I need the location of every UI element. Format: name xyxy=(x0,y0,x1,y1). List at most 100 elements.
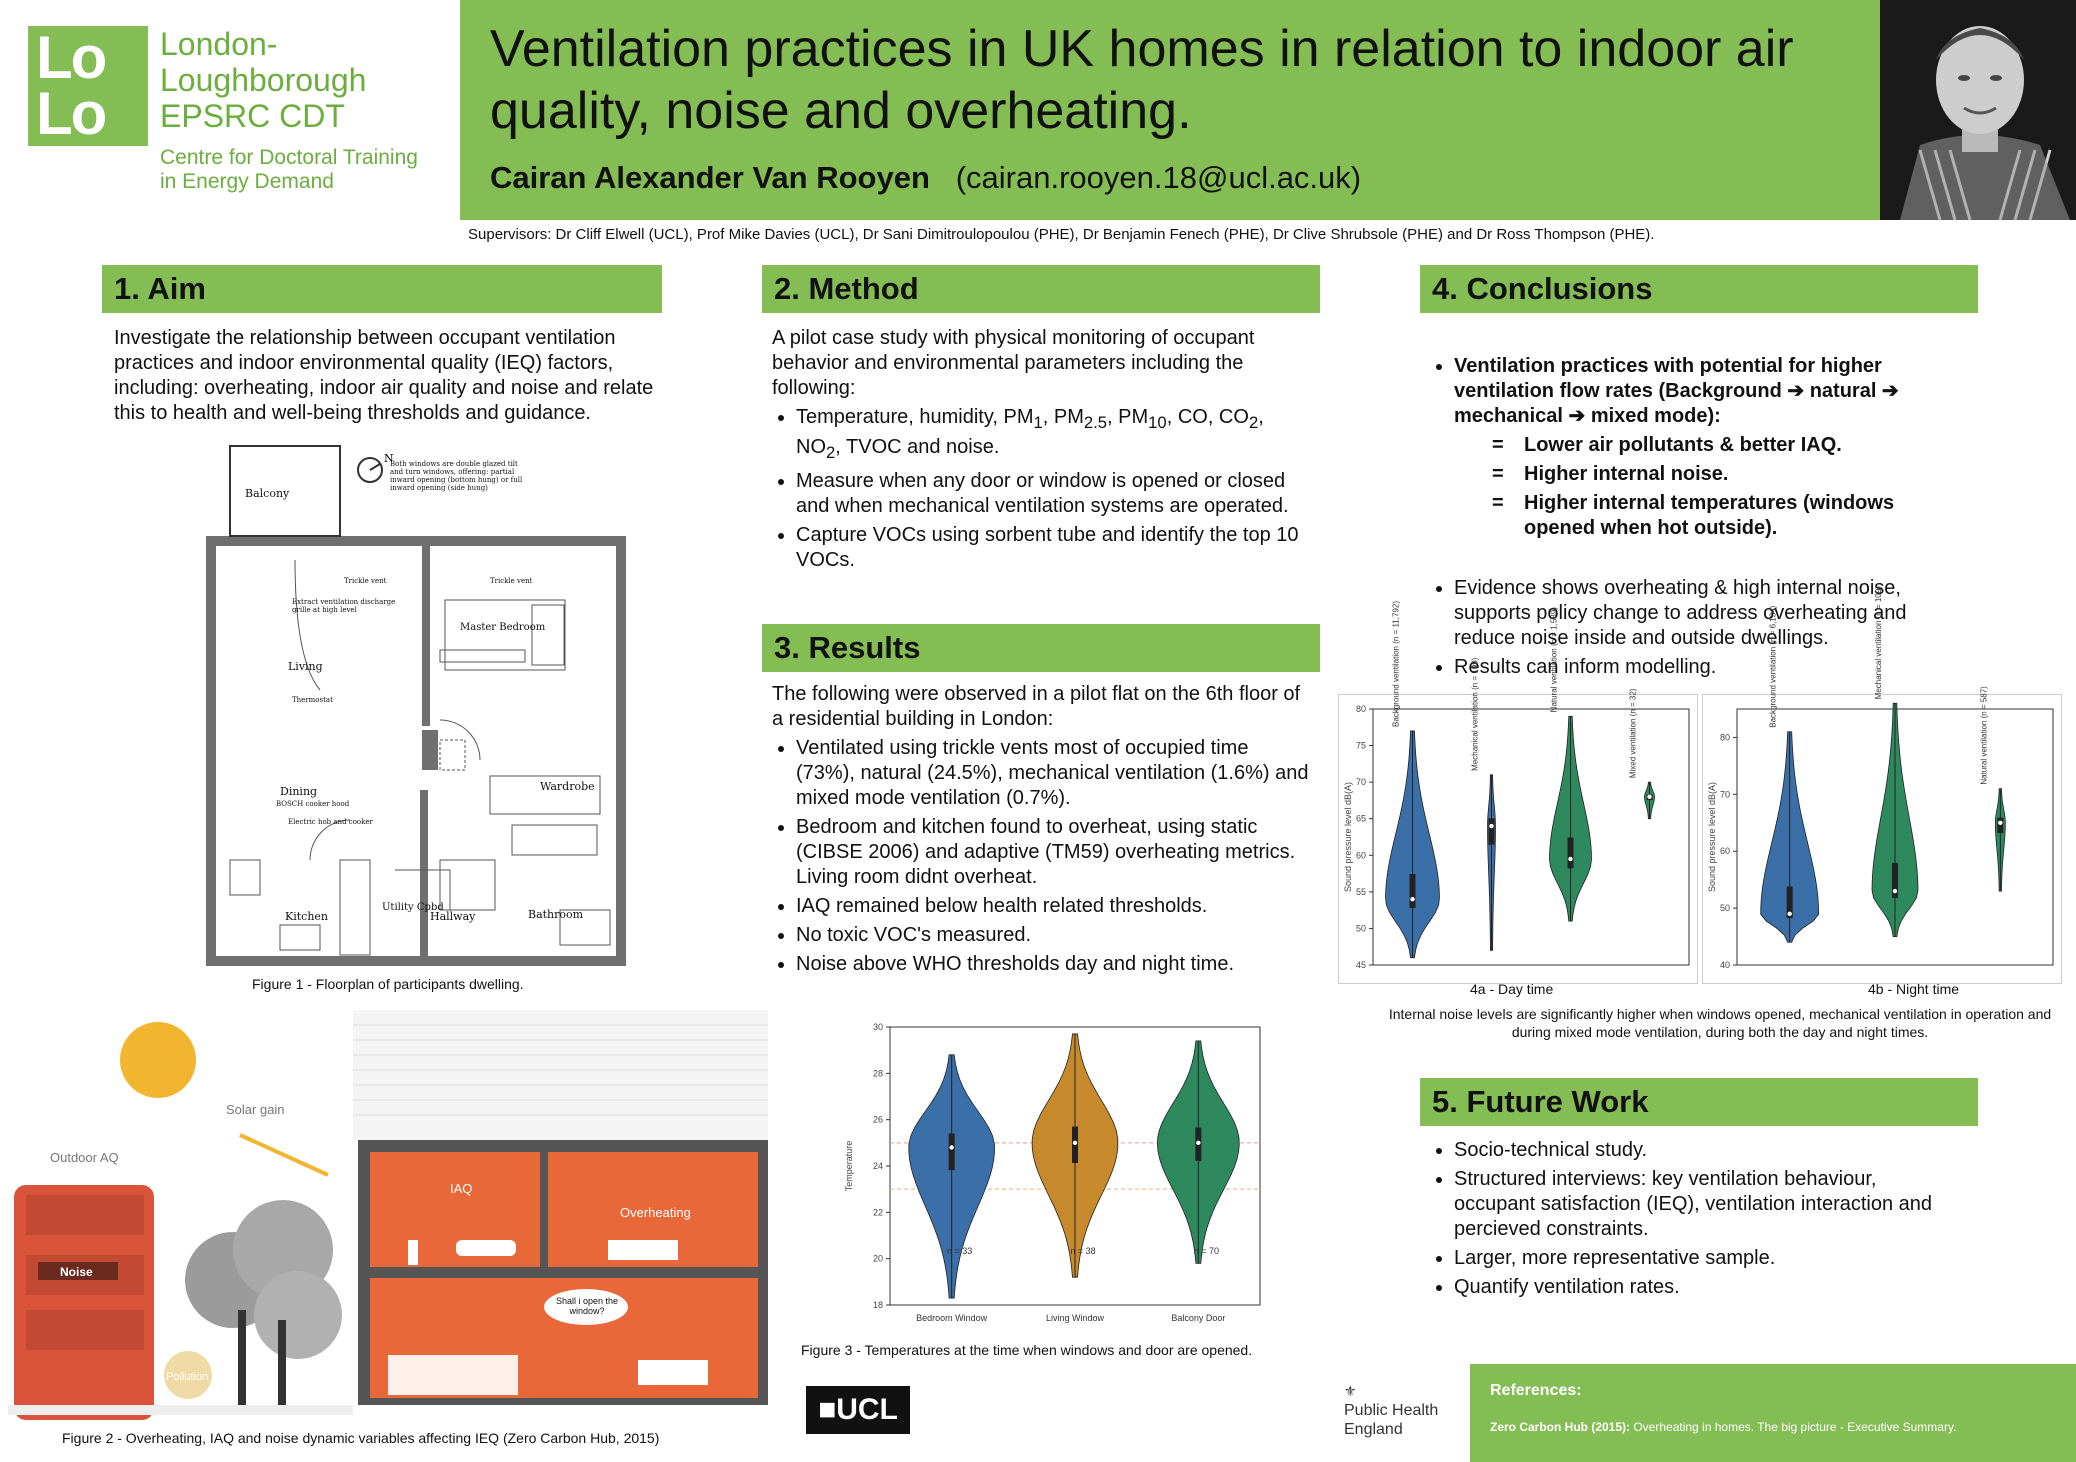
reference-entry: Zero Carbon Hub (2015): Overheating in h… xyxy=(1490,1420,2050,1435)
speech-bubble: Shall i open the window? xyxy=(555,1296,619,1316)
pollution-label: Pollution xyxy=(166,1371,208,1383)
results-item: IAQ remained below health related thresh… xyxy=(796,894,1312,919)
eq-text: Lower air pollutants & better IAQ. xyxy=(1524,434,1842,456)
y-tick-label: 30 xyxy=(873,1022,883,1032)
results-list: Ventilated using trickle vents most of o… xyxy=(772,736,1312,977)
figure1-caption: Figure 1 - Floorplan of participants dwe… xyxy=(252,976,524,992)
phe-logo: ⚜ Public Health England xyxy=(1344,1382,1454,1439)
x-tick-label: Balcony Door xyxy=(1171,1313,1225,1323)
supervisors-line: Supervisors: Dr Cliff Elwell (UCL), Prof… xyxy=(468,226,1655,243)
series-label: Natural ventilation (n = 1,589) xyxy=(1550,607,1559,713)
floorplan-figure: N Balcony Living Dining Kitchen Utility … xyxy=(200,440,640,970)
conclusions-list: Evidence shows overheating & high intern… xyxy=(1430,576,1950,680)
y-tick-label: 45 xyxy=(1356,960,1366,970)
method-body: A pilot case study with physical monitor… xyxy=(772,326,1312,577)
plot-frame xyxy=(1372,708,1690,966)
room-label: Living xyxy=(288,660,323,673)
series-label: Background ventilation (n = 11,792) xyxy=(1392,601,1401,727)
violin-median xyxy=(1892,888,1898,894)
violin-median xyxy=(1196,1140,1201,1146)
violin-median xyxy=(1489,823,1494,829)
eq-sign: = xyxy=(1492,434,1504,456)
phe-line: Public Health xyxy=(1344,1402,1439,1419)
figure4a-label: 4a - Day time xyxy=(1470,981,1554,997)
y-axis-label: Sound pressure level dB(A) xyxy=(1707,782,1717,892)
aim-heading: 1. Aim xyxy=(102,265,662,313)
violin-box xyxy=(948,1133,955,1171)
future-item: Structured interviews: key ventilation b… xyxy=(1454,1167,1950,1242)
eq-item: = Higher internal noise. xyxy=(1492,462,1950,487)
ucl-logo: ■UCL xyxy=(806,1386,910,1434)
y-tick-label: 20 xyxy=(873,1254,883,1264)
room-label: Utility Cpbd xyxy=(382,902,444,913)
eq-sign: = xyxy=(1492,463,1504,485)
x-tick-label: Living Window xyxy=(1046,1313,1105,1323)
references-box: References: Zero Carbon Hub (2015): Over… xyxy=(1470,1364,2076,1462)
crest-icon: ⚜ xyxy=(1344,1383,1357,1399)
eq-item: = Lower air pollutants & better IAQ. xyxy=(1492,433,1950,458)
author-line: Cairan Alexander Van Rooyen (cairan.rooy… xyxy=(490,160,1361,196)
eq-text: Higher internal temperatures (windows op… xyxy=(1524,492,1895,539)
y-tick-label: 18 xyxy=(873,1300,883,1310)
header-band xyxy=(460,0,1880,220)
solar-gain-label: Solar gain xyxy=(226,1102,285,1117)
reference-text: Overheating in homes. The big picture - … xyxy=(1630,1420,1957,1434)
logo-sub-line: in Energy Demand xyxy=(160,170,334,193)
y-tick-label: 40 xyxy=(1720,960,1730,970)
room-label: Balcony xyxy=(245,487,290,500)
trickle-vent-label: Trickle vent xyxy=(344,577,387,585)
violin-box xyxy=(1488,818,1495,845)
series-label: Mechanical ventilation (n = 109) xyxy=(1874,586,1883,700)
results-body: The following were observed in a pilot f… xyxy=(772,682,1312,981)
logo-mark-line: Lo xyxy=(36,80,107,147)
y-axis-label: Temperature xyxy=(844,1141,854,1192)
phe-line: England xyxy=(1344,1421,1403,1438)
author-photo xyxy=(1880,0,2076,221)
room-label: Bathroom xyxy=(528,908,584,921)
logo-line: Loughborough xyxy=(160,62,367,98)
y-tick-label: 70 xyxy=(1356,777,1366,787)
room-label: Master Bedroom xyxy=(460,622,546,633)
method-intro: A pilot case study with physical monitor… xyxy=(772,327,1255,399)
method-heading: 2. Method xyxy=(762,265,1320,313)
cooker-hood-label: BOSCH cooker hood xyxy=(276,800,350,808)
y-tick-label: 60 xyxy=(1356,850,1366,860)
series-label: Natural ventilation (n = 587) xyxy=(1979,686,1988,785)
logo-line: London- xyxy=(160,26,278,62)
series-label: Mechanical ventilation (n = 109) xyxy=(1471,657,1480,771)
logo-sub-line: Centre for Doctoral Training xyxy=(160,146,418,169)
conclusions-item: Evidence shows overheating & high intern… xyxy=(1454,576,1950,651)
y-tick-label: 28 xyxy=(873,1068,883,1078)
n-label: n = 38 xyxy=(1070,1246,1095,1256)
series-label: Mixed ventilation (n = 32) xyxy=(1629,688,1638,778)
overheating-label: Overheating xyxy=(620,1205,691,1220)
results-item: Noise above WHO thresholds day and night… xyxy=(796,952,1312,977)
author-name: Cairan Alexander Van Rooyen xyxy=(490,160,930,195)
violin-median xyxy=(1647,794,1652,799)
violin-median xyxy=(1072,1140,1078,1146)
y-axis-label: Sound pressure level dB(A) xyxy=(1343,782,1353,892)
conclusions-lead: Ventilation practices with potential for… xyxy=(1454,354,1950,429)
conclusions-body: Evidence shows overheating & high intern… xyxy=(1430,576,1950,684)
lolo-logo: Lo Lo xyxy=(28,26,148,146)
room-label: Kitchen xyxy=(285,910,328,923)
references-heading: References: xyxy=(1490,1382,1582,1399)
violin-box xyxy=(1786,886,1793,919)
conclusions-heading: 4. Conclusions xyxy=(1420,265,1978,313)
violin-median xyxy=(1787,911,1792,916)
y-tick-label: 26 xyxy=(873,1115,883,1125)
violin-median xyxy=(1410,896,1415,902)
logo-mark-line: Lo xyxy=(36,24,107,91)
results-item: Bedroom and kitchen found to overheat, u… xyxy=(796,815,1312,890)
trickle-vent-label: Trickle vent xyxy=(490,577,533,585)
room-label: Dining xyxy=(280,785,317,798)
method-item: Measure when any door or window is opene… xyxy=(796,469,1312,519)
figure4b-label: 4b - Night time xyxy=(1868,981,1960,997)
eq-text: Higher internal noise. xyxy=(1524,463,1729,485)
y-tick-label: 80 xyxy=(1720,732,1730,742)
y-tick-label: 24 xyxy=(873,1161,883,1171)
poster-title: Ventilation practices in UK homes in rel… xyxy=(490,20,1794,140)
n-label: n = 70 xyxy=(1194,1246,1219,1256)
